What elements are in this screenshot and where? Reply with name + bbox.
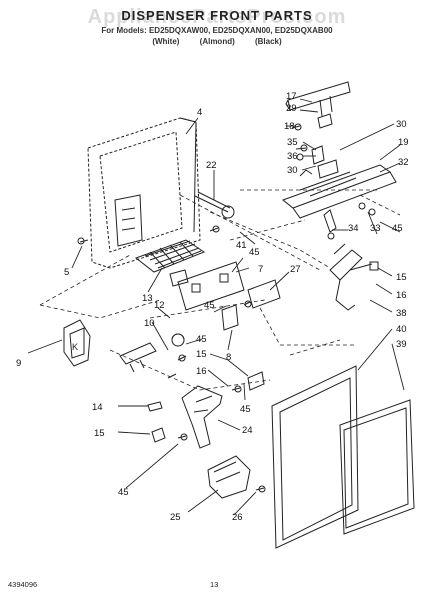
grommet (151, 427, 166, 443)
callout: 40 (396, 324, 407, 335)
callout: 45 (392, 223, 403, 234)
callout: 30 (396, 119, 407, 130)
dispenser-shield: K (63, 319, 91, 367)
callout: 45 (204, 300, 215, 311)
ice-switch-assembly (119, 333, 185, 373)
callout: 25 (170, 512, 181, 523)
door-trim-frame (271, 365, 359, 549)
callout: 27 (290, 264, 301, 275)
callout: 24 (242, 425, 253, 436)
light-housing (285, 81, 351, 129)
callout: 45 (240, 404, 251, 415)
micro-switch (221, 304, 239, 331)
solenoid-bracket (281, 145, 397, 219)
mounting-plate (247, 371, 265, 391)
model-list: For Models: ED25DQXAW00, ED25DQXAN00, ED… (101, 26, 333, 35)
callout: 4 (197, 107, 202, 118)
callout: 13 (142, 293, 153, 304)
callout: 14 (92, 402, 103, 413)
callout: 32 (398, 157, 409, 168)
callout: 7 (258, 264, 263, 275)
callout: 10 (144, 318, 155, 329)
callout: 18 (284, 121, 295, 132)
actuator-rod (194, 191, 235, 219)
callout: 34 (348, 223, 359, 234)
callout: 16 (396, 290, 407, 301)
callout-numbers: 17 29 18 30 35 19 36 32 30 4 22 45 33 34… (16, 91, 409, 523)
callout: 39 (396, 339, 407, 350)
callout: 17 (286, 91, 297, 102)
callout: 22 (206, 160, 217, 171)
callout: 12 (154, 300, 165, 311)
callout: 38 (396, 308, 407, 319)
color-list: (White) (Almond) (Black) (152, 37, 282, 46)
callout: 15 (94, 428, 105, 439)
callout: 9 (16, 358, 21, 369)
callout: 29 (286, 103, 297, 114)
diagram-title: DISPENSER FRONT PARTS (121, 8, 313, 23)
callout: 15 (196, 349, 207, 360)
screws (77, 123, 376, 493)
document-number: 4394096 (8, 580, 38, 589)
callout: 45 (118, 487, 129, 498)
callout: 36 (287, 151, 298, 162)
callout: 16 (196, 366, 207, 377)
lamp-socket (323, 209, 337, 233)
spring (147, 401, 163, 412)
callout: 45 (249, 247, 260, 258)
switch-bracket (247, 279, 281, 309)
ice-paddle (181, 385, 223, 449)
drip-tray-grille (134, 239, 206, 273)
leader-lines (39, 189, 401, 391)
door-panel (339, 399, 415, 535)
callout: 41 (236, 240, 247, 251)
drip-cup (207, 455, 251, 499)
water-lever (327, 232, 379, 311)
callout: 19 (398, 137, 409, 148)
callout-leaders (27, 98, 405, 516)
dispenser-housing (87, 117, 201, 269)
callout: 5 (64, 267, 69, 278)
callout: 30 (287, 165, 298, 176)
callout: 15 (396, 272, 407, 283)
callout: 35 (287, 137, 298, 148)
control-panel (169, 261, 245, 311)
watermark: AppliancePartsPros.com (87, 6, 347, 28)
callout: 8 (226, 352, 231, 363)
callout: 26 (232, 512, 243, 523)
page-number: 13 (210, 580, 219, 589)
svg-text:K: K (72, 342, 78, 352)
callout: 45 (196, 334, 207, 345)
callout: 33 (370, 223, 381, 234)
